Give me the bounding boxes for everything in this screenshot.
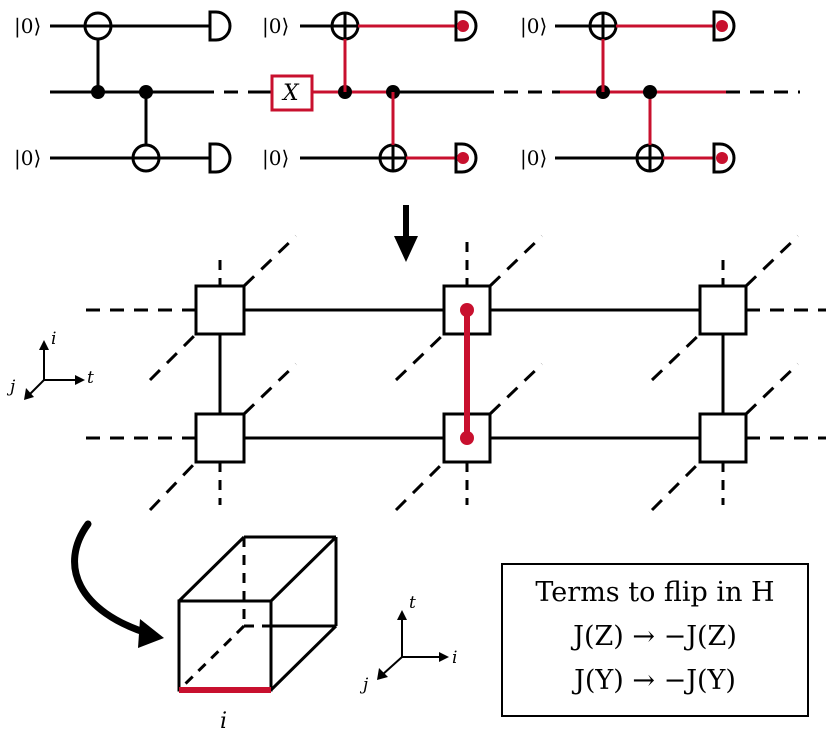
cube <box>177 535 338 693</box>
down-arrow-icon <box>394 205 418 262</box>
terms-box <box>501 563 809 717</box>
axis-label-depth: j <box>6 377 16 397</box>
circuit-2 <box>250 10 560 174</box>
ket-label: |0⟩ <box>262 146 289 171</box>
lattice-node <box>698 412 748 464</box>
x-gate-label: X <box>281 81 300 106</box>
circuit-1 <box>50 10 250 174</box>
ket-label: |0⟩ <box>262 14 289 39</box>
cube-axis-label-up: t <box>409 593 416 613</box>
defect-dot <box>460 303 474 317</box>
axis-label-right: t <box>87 368 94 388</box>
axis-label-up: i <box>51 329 56 349</box>
terms-box-title: Terms to flip in H <box>535 577 774 608</box>
cube-axes <box>377 610 449 680</box>
lattice-node <box>698 284 748 336</box>
lattice-node <box>194 284 246 336</box>
cube-edge-label: i <box>220 709 227 734</box>
ket-label: |0⟩ <box>14 14 41 39</box>
curved-arrow-icon <box>71 520 164 648</box>
terms-box-line-1: J(Z) → −J(Z) <box>570 621 737 652</box>
cube-axis-label-right: i <box>452 648 457 668</box>
circuit-3 <box>555 10 800 174</box>
ket-label: |0⟩ <box>14 146 41 171</box>
circuit-row <box>50 10 800 174</box>
spacetime-lattice <box>86 234 826 512</box>
lattice-axes <box>24 340 85 400</box>
cube-axis-label-depth: j <box>359 675 369 695</box>
ket-label: |0⟩ <box>520 146 547 171</box>
lattice-node <box>194 412 246 464</box>
ket-label: |0⟩ <box>520 14 547 39</box>
terms-box-line-2: J(Y) → −J(Y) <box>571 665 736 696</box>
defect-dot <box>460 431 474 445</box>
